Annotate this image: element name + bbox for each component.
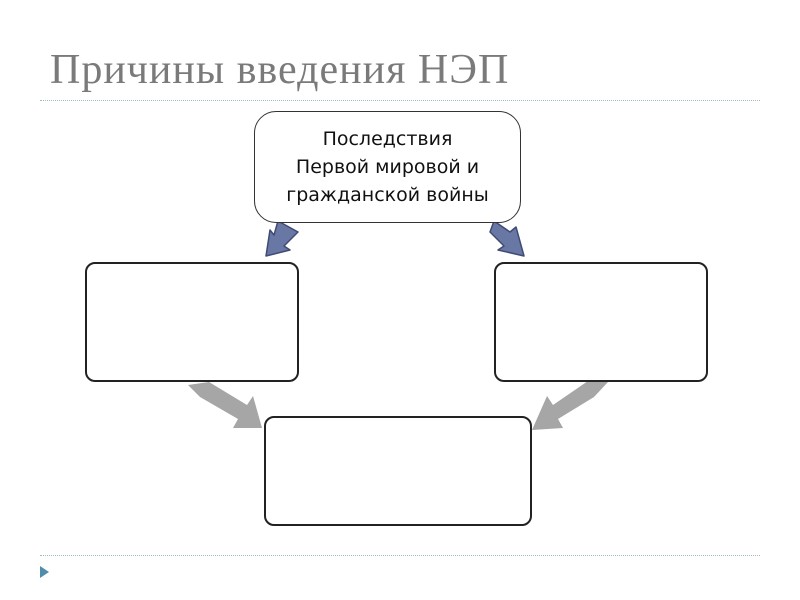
triangle-right-icon bbox=[40, 566, 49, 578]
arrow-right-to-bottom bbox=[532, 381, 608, 430]
root-cause-text: Последствия Первой мировой и гражданской… bbox=[286, 125, 489, 209]
root-cause-line: Последствия bbox=[322, 128, 453, 150]
slide-title: Причины введения НЭП bbox=[50, 47, 510, 93]
left-cause-box bbox=[85, 262, 299, 382]
arrow-root-to-left bbox=[265, 220, 299, 257]
root-cause-line: Первой мировой и bbox=[295, 156, 480, 178]
result-box bbox=[264, 416, 532, 526]
right-cause-box bbox=[494, 262, 708, 382]
root-cause-box: Последствия Первой мировой и гражданской… bbox=[254, 111, 521, 223]
footer-divider bbox=[40, 555, 760, 556]
arrow-left-to-bottom bbox=[188, 382, 262, 428]
root-cause-line: гражданской войны bbox=[286, 184, 489, 206]
arrow-root-to-right bbox=[489, 220, 525, 257]
title-divider bbox=[40, 100, 760, 101]
